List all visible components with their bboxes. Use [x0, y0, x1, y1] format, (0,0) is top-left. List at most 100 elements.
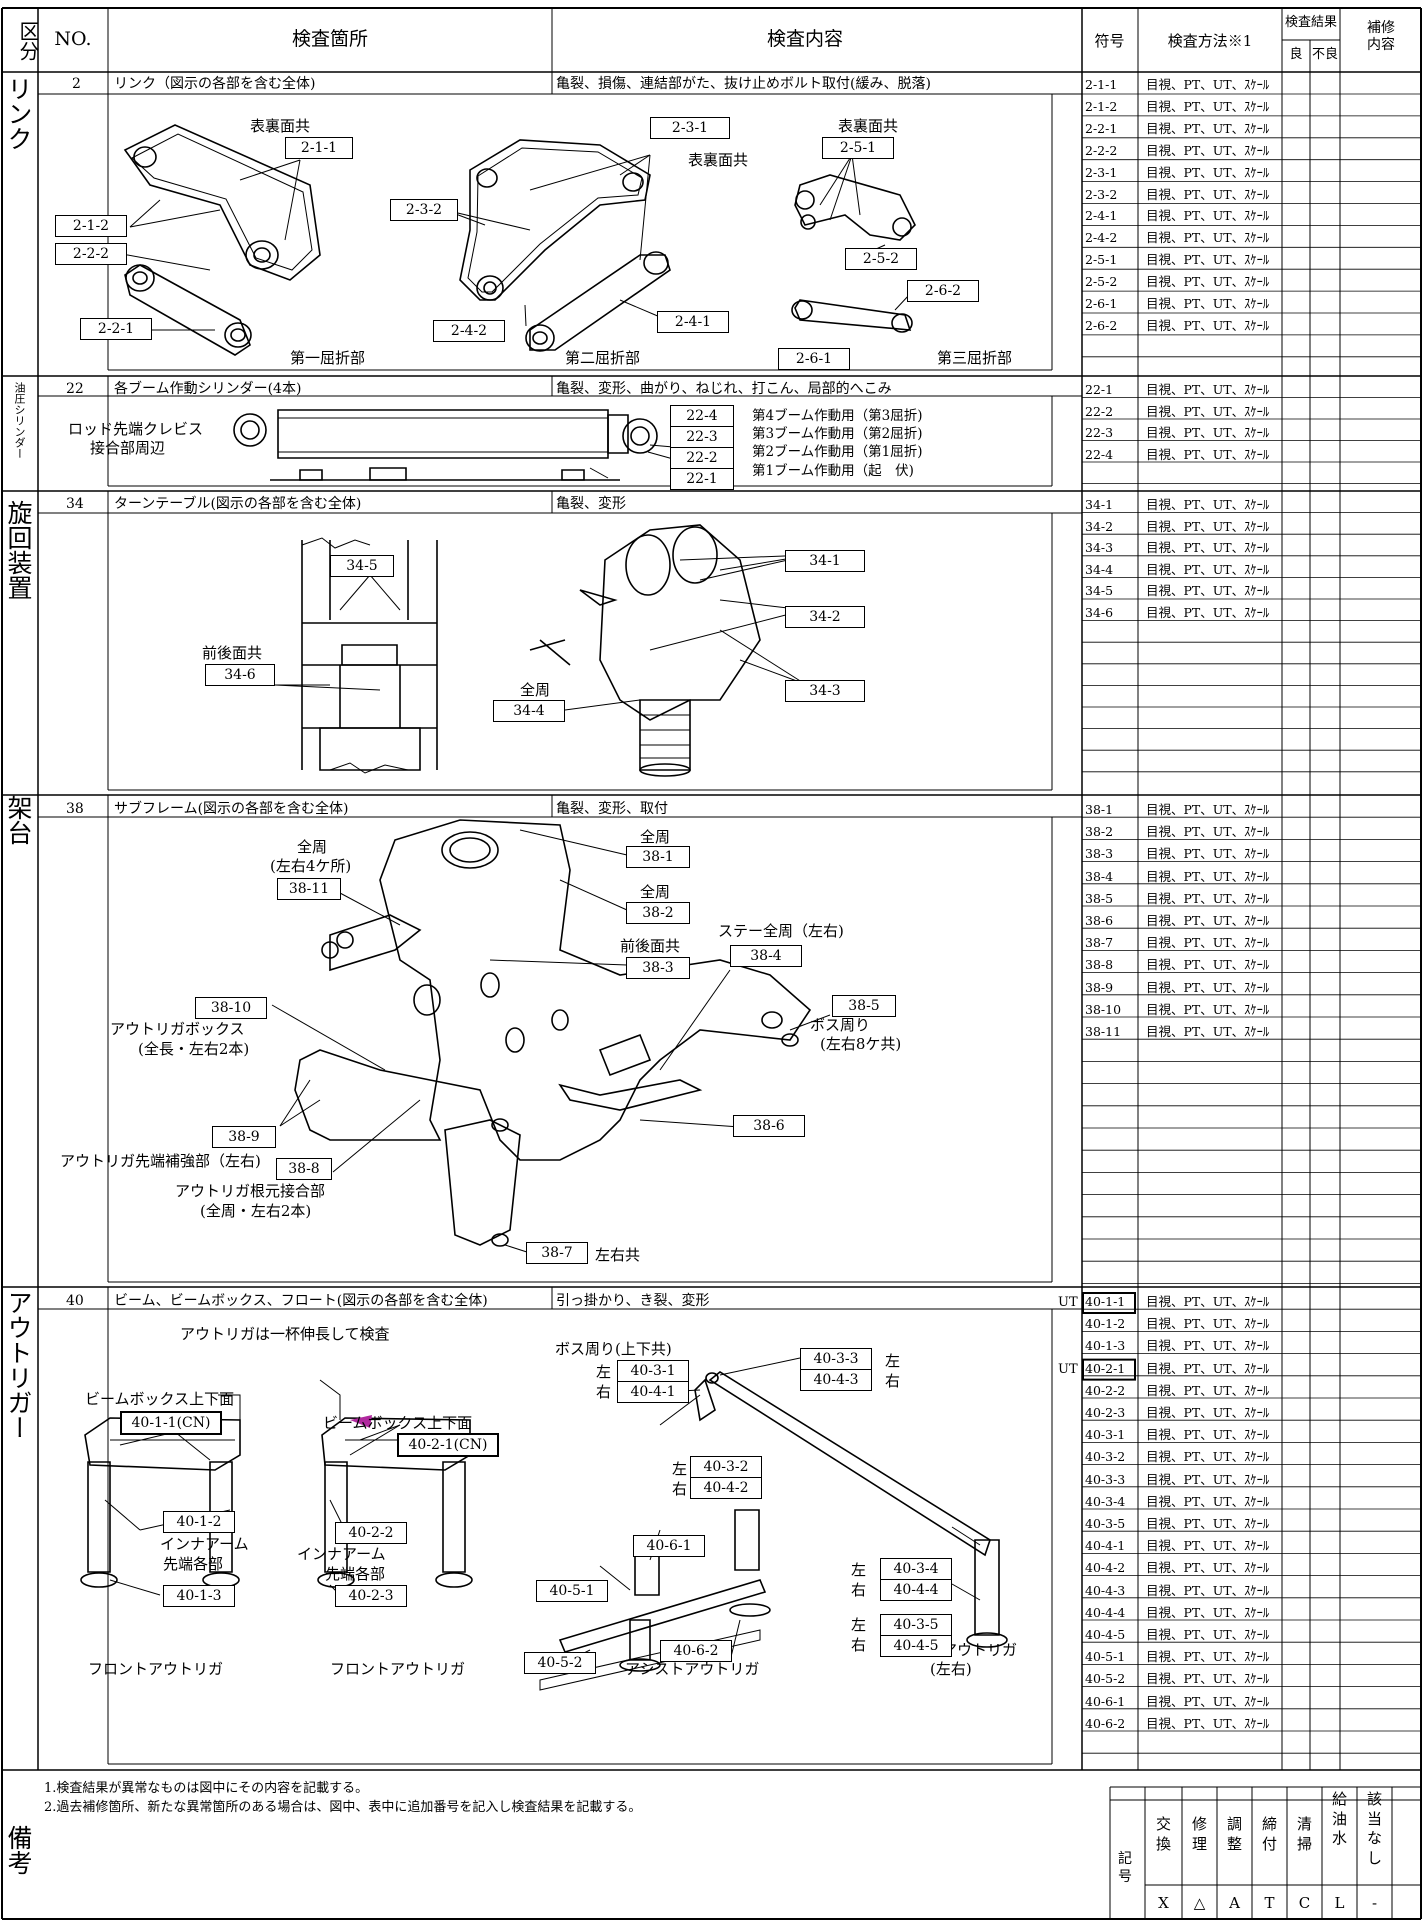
row-method: 目視、PT、UT、ｽｹｰﾙ [1146, 446, 1270, 462]
row-code: 40-6-1 [1085, 1693, 1126, 1709]
remark-line-2: 2.過去補修箇所、新たな異常箇所のある場合は、図中、表中に追加番号を記入し検査結… [44, 1800, 642, 1815]
caption-left: 左 [851, 1561, 867, 1579]
label-38-9: 38-9 [212, 1126, 276, 1148]
header-good: 良 [1289, 47, 1303, 62]
row-code: 38-6 [1085, 913, 1114, 928]
label-40-4-2: 40-4-2 [690, 1477, 762, 1499]
row-code: 22-4 [1085, 446, 1114, 462]
label-38-11: 38-11 [277, 878, 341, 900]
section-no: 34 [66, 496, 84, 512]
legend-label: 給油水 [1331, 1790, 1347, 1847]
caption-tip-reinforcement: アウトリガ先端補強部（左右) [60, 1152, 261, 1170]
row-code: 40-3-2 [1085, 1449, 1126, 1465]
row-method: 目視、PT、UT、ｽｹｰﾙ [1146, 518, 1270, 534]
label-40-4-3: 40-4-3 [800, 1369, 872, 1391]
legend-symbol: △ [1193, 1894, 1206, 1912]
caption-root-joint: アウトリガ根元接合部 [175, 1182, 326, 1200]
row-method: 目視、PT、UT、ｽｹｰﾙ [1146, 1001, 1270, 1017]
label-40-4-1: 40-4-1 [617, 1381, 689, 1403]
row-code: 2-4-1 [1085, 208, 1118, 224]
row-code: 34-3 [1085, 540, 1114, 556]
caption-assist-outrigger: アシストアウトリガ [625, 1660, 760, 1678]
caption-right: 右 [851, 1636, 867, 1654]
legend-symbol: T [1264, 1894, 1275, 1912]
row-method: 目視、PT、UT、ｽｹｰﾙ [1146, 274, 1270, 290]
row-method: 目視、PT、UT、ｽｹｰﾙ [1146, 957, 1270, 973]
row-method: 目視、PT、UT、ｽｹｰﾙ [1146, 1671, 1270, 1687]
label-38-4: 38-4 [730, 945, 802, 967]
label-2-1-1: 2-1-1 [285, 137, 353, 159]
label-2-4-1: 2-4-1 [657, 311, 729, 333]
row-method: 目視、PT、UT、ｽｹｰﾙ [1146, 98, 1270, 114]
row-method: 目視、PT、UT、ｽｹｰﾙ [1146, 1493, 1270, 1509]
row-method: 目視、PT、UT、ｽｹｰﾙ [1146, 1382, 1270, 1398]
row-code: 2-5-2 [1085, 274, 1118, 290]
row-method: 目視、PT、UT、ｽｹｰﾙ [1146, 1427, 1270, 1443]
row-method: 目視、PT、UT、ｽｹｰﾙ [1146, 142, 1270, 158]
caption-boss-lr: (左右8ケ共) [820, 1035, 902, 1053]
label-38-6: 38-6 [733, 1115, 805, 1137]
label-40-1-3: 40-1-3 [163, 1585, 235, 1607]
row-method: 目視、PT、UT、ｽｹｰﾙ [1146, 252, 1270, 268]
label-34-2: 34-2 [785, 606, 865, 628]
section-no: 2 [72, 76, 81, 92]
row-method: 目視、PT、UT、ｽｹｰﾙ [1146, 802, 1270, 817]
row-method: 目視、PT、UT、ｽｹｰﾙ [1146, 317, 1270, 333]
row-code: 38-7 [1085, 935, 1114, 951]
legend-label: 該当なし [1366, 1790, 1382, 1867]
label-38-3: 38-3 [626, 957, 690, 979]
row-code: 40-3-4 [1085, 1493, 1126, 1509]
row-code: 40-3-1 [1085, 1427, 1126, 1443]
label-2-3-1: 2-3-1 [650, 117, 730, 139]
caption-right: 右 [885, 1372, 901, 1390]
header-method: 検査方法※1 [1167, 32, 1253, 50]
row-method: 目視、PT、UT、ｽｹｰﾙ [1146, 1715, 1270, 1731]
label-38-10: 38-10 [195, 997, 267, 1019]
legend-symbol: X [1158, 1894, 1169, 1912]
label-22-2: 22-2 [670, 447, 734, 469]
label-40-2-3: 40-2-3 [335, 1585, 407, 1607]
row-method: 目視、PT、UT、ｽｹｰﾙ [1146, 1560, 1270, 1576]
usage-22-3: 第3ブーム作動用（第2屈折) [752, 426, 923, 442]
header-result: 検査結果 [1284, 15, 1337, 30]
remarks-title: 備考 [4, 1825, 33, 1875]
row-code: 34-6 [1085, 605, 1114, 620]
row-code: 2-1-1 [1085, 77, 1118, 92]
caption-both-sides: 表裏面共 [688, 151, 749, 169]
legend-symbol: A [1229, 1894, 1240, 1912]
label-38-8: 38-8 [276, 1158, 332, 1180]
label-38-5: 38-5 [832, 995, 896, 1017]
row-code: 40-4-5 [1085, 1627, 1126, 1642]
row-method: 目視、PT、UT、ｽｹｰﾙ [1146, 164, 1270, 180]
label-38-1: 38-1 [626, 846, 690, 868]
caption-outrigger-box: アウトリガボックス [110, 1020, 245, 1038]
row-method: 目視、PT、UT、ｽｹｰﾙ [1146, 296, 1270, 311]
section-no: 38 [66, 801, 84, 817]
row-code: 38-2 [1085, 824, 1114, 840]
section-content: 亀裂、変形、取付 [556, 801, 668, 817]
category-frame: 架台 [4, 795, 33, 845]
row-method: 目視、PT、UT、ｽｹｰﾙ [1146, 1338, 1270, 1354]
label-34-1: 34-1 [785, 550, 865, 572]
row-method: 目視、PT、UT、ｽｹｰﾙ [1146, 1627, 1270, 1642]
label-40-4-5: 40-4-5 [880, 1635, 952, 1657]
row-method: 目視、PT、UT、ｽｹｰﾙ [1146, 77, 1270, 92]
row-method: 目視、PT、UT、ｽｹｰﾙ [1146, 208, 1270, 224]
label-38-2: 38-2 [626, 902, 690, 924]
caption-fold-1: 第一屈折部 [290, 349, 366, 367]
usage-22-2: 第2ブーム作動用（第1屈折) [752, 444, 923, 460]
label-2-1-2: 2-1-2 [55, 215, 127, 237]
caption-boss: ボス周り [810, 1016, 871, 1034]
row-code: 34-1 [1085, 497, 1114, 512]
row-code: 38-11 [1085, 1024, 1122, 1039]
row-code: 2-6-1 [1085, 296, 1118, 311]
row-code: 38-5 [1085, 890, 1114, 906]
label-2-5-2: 2-5-2 [845, 248, 917, 270]
legend-symbol-label: 記号 [1115, 1850, 1135, 1886]
header-bad: 不良 [1311, 47, 1338, 62]
row-method: 目視、PT、UT、ｽｹｰﾙ [1146, 868, 1270, 884]
label-2-6-2: 2-6-2 [907, 280, 979, 302]
label-40-1-2: 40-1-2 [163, 1511, 235, 1533]
row-method: 目視、PT、UT、ｽｹｰﾙ [1146, 1471, 1270, 1487]
row-code: 40-1-1 [1085, 1294, 1126, 1309]
